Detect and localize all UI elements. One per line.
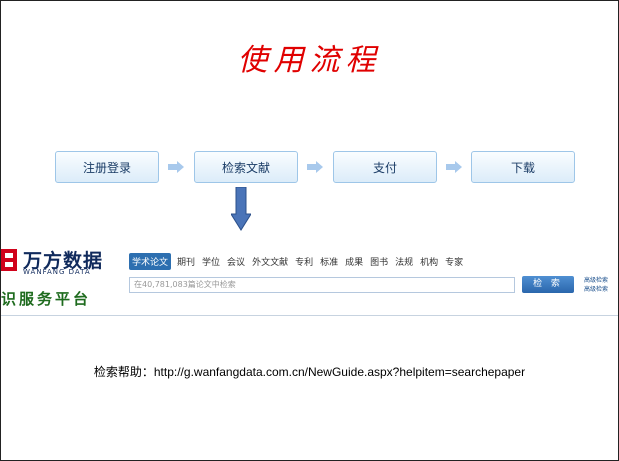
- nav-tab-conference[interactable]: 会议: [227, 258, 246, 268]
- nav-tab-patent[interactable]: 专利: [295, 258, 314, 268]
- nav-tab-books[interactable]: 图书: [370, 258, 389, 268]
- nav-tab-standard[interactable]: 标准: [320, 258, 339, 268]
- advanced-search-links: 高级检索 高级检索: [584, 276, 608, 294]
- logo-subtext: WANFANG DATA: [23, 268, 91, 276]
- nav-tab-papers[interactable]: 学术论文: [129, 253, 172, 270]
- logo-text: 万方数据: [23, 250, 104, 272]
- search-category-nav: 学术论文 期刊 学位 会议 外文文献 专利 标准 成果 图书 法规 机构 专家: [129, 253, 470, 270]
- right-arrow-icon: [446, 161, 462, 173]
- wanfang-site-header: 万方数据 WANFANG DATA 识服务平台 学术论文 期刊 学位 会议 外文…: [1, 241, 618, 319]
- advanced-search-link[interactable]: 高级检索: [584, 277, 609, 284]
- flow-step-download[interactable]: 下载: [471, 151, 575, 183]
- search-button[interactable]: 检 索: [522, 276, 574, 293]
- nav-tab-achievement[interactable]: 成果: [345, 258, 364, 268]
- slide-title: 使用流程: [237, 43, 382, 78]
- divider: [1, 315, 618, 316]
- nav-tab-expert[interactable]: 专家: [445, 258, 464, 268]
- right-arrow-icon: [307, 161, 323, 173]
- flow-step-pay[interactable]: 支付: [333, 151, 437, 183]
- logo-icon: [1, 249, 17, 271]
- flow-step-register[interactable]: 注册登录: [55, 151, 159, 183]
- nav-tab-degree[interactable]: 学位: [202, 258, 221, 268]
- down-arrow-icon: [231, 187, 251, 231]
- site-slogan: 识服务平台: [1, 290, 92, 308]
- nav-tab-foreign[interactable]: 外文文献: [252, 258, 289, 268]
- help-text: 检索帮助：http://g.wanfangdata.com.cn/NewGuid…: [93, 365, 526, 379]
- flow-step-search[interactable]: 检索文献: [194, 151, 298, 183]
- advanced-search-link[interactable]: 高级检索: [584, 286, 609, 293]
- right-arrow-icon: [168, 161, 184, 173]
- nav-tab-institution[interactable]: 机构: [420, 258, 439, 268]
- nav-tab-law[interactable]: 法规: [395, 258, 414, 268]
- nav-tab-journals[interactable]: 期刊: [177, 258, 196, 268]
- search-input[interactable]: 在40,781,083篇论文中检索: [129, 277, 515, 293]
